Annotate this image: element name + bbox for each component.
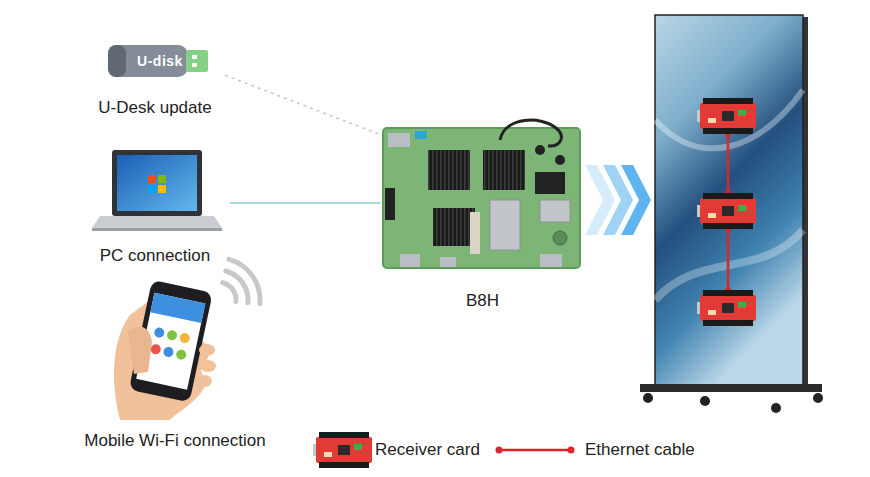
pin-header (470, 212, 480, 254)
wifi-waves (223, 259, 260, 303)
app-icon (150, 343, 162, 355)
laptop-screen (117, 155, 197, 211)
heatsink (483, 150, 525, 190)
heatsink (433, 208, 475, 246)
wheel (813, 393, 823, 403)
legend-label: Receiver card (375, 439, 480, 461)
legend-receiver-card (313, 432, 372, 468)
usb-end (108, 45, 126, 77)
legend-ethernet-sample (496, 447, 575, 454)
legend-cable-end (568, 447, 575, 454)
laptop-base (92, 216, 222, 228)
wheel (771, 403, 781, 413)
chip (535, 172, 565, 194)
connection-line (230, 202, 380, 204)
controller-board (383, 120, 580, 268)
port (388, 133, 410, 147)
usb-plug (186, 50, 208, 72)
usb-stick (108, 45, 208, 77)
laptop (92, 150, 222, 231)
flow-chevrons (585, 165, 651, 235)
component (553, 231, 567, 245)
controller-node: B8H (380, 125, 585, 315)
app-icon (153, 327, 165, 339)
wheel (700, 396, 710, 406)
port (400, 254, 420, 267)
usb-hole (192, 63, 197, 67)
logo-tile (158, 185, 166, 193)
phone-body (129, 280, 213, 402)
usb-hole (192, 55, 197, 59)
board-cable (500, 120, 561, 146)
rj45-ports (490, 200, 520, 250)
app-icon (166, 329, 178, 341)
thumb (128, 327, 152, 374)
app-icon (175, 349, 187, 361)
legend-cable-line (499, 449, 571, 452)
receiver-card (697, 290, 756, 326)
led-poster-display (640, 15, 823, 413)
heatsink (428, 150, 470, 190)
caption: PC connection (70, 245, 240, 267)
finger (200, 360, 216, 372)
caption: B8H (380, 290, 585, 312)
caption: U-Desk update (75, 97, 235, 119)
display-panel (655, 15, 803, 388)
port (415, 131, 427, 139)
logo-tile (148, 175, 156, 183)
wifi-arc (226, 271, 248, 303)
rj45-ports (540, 200, 570, 222)
finger (198, 375, 212, 387)
receiver-card (697, 98, 756, 134)
phone-header (150, 293, 205, 323)
wheel (643, 393, 653, 403)
app-icon (163, 346, 175, 358)
pcb (383, 128, 580, 268)
logo-tile (158, 175, 166, 183)
receiver-chain (697, 98, 756, 326)
mobile-node: Mobile Wi-Fi connection (40, 260, 310, 455)
connection-line (225, 75, 380, 134)
port (540, 254, 562, 267)
wifi-arc (229, 259, 260, 303)
connector (385, 188, 395, 220)
laptop-edge (92, 228, 222, 231)
laptop-bezel (112, 150, 202, 216)
caption: Mobile Wi-Fi connection (40, 430, 310, 452)
capacitor (535, 145, 545, 155)
usb-label: U-disk (125, 52, 195, 70)
phone (129, 280, 213, 402)
capacitor (555, 155, 565, 165)
finger (199, 344, 215, 356)
legend-cable-end (496, 447, 503, 454)
ethernet-cable (727, 134, 730, 193)
display-wave (655, 230, 803, 300)
receiver-card (697, 193, 756, 229)
port (440, 257, 456, 267)
logo-tile (148, 185, 156, 193)
ethernet-cable (727, 229, 730, 290)
wifi-arc (223, 283, 236, 302)
phone-in-hand (114, 280, 216, 420)
pc-node: PC connection (80, 145, 230, 270)
app-icon (179, 332, 191, 344)
chevron (621, 165, 651, 235)
legend-label: Ethernet cable (585, 439, 695, 461)
usb-node: U-diskU-Desk update (85, 40, 225, 120)
display-base (640, 384, 822, 392)
